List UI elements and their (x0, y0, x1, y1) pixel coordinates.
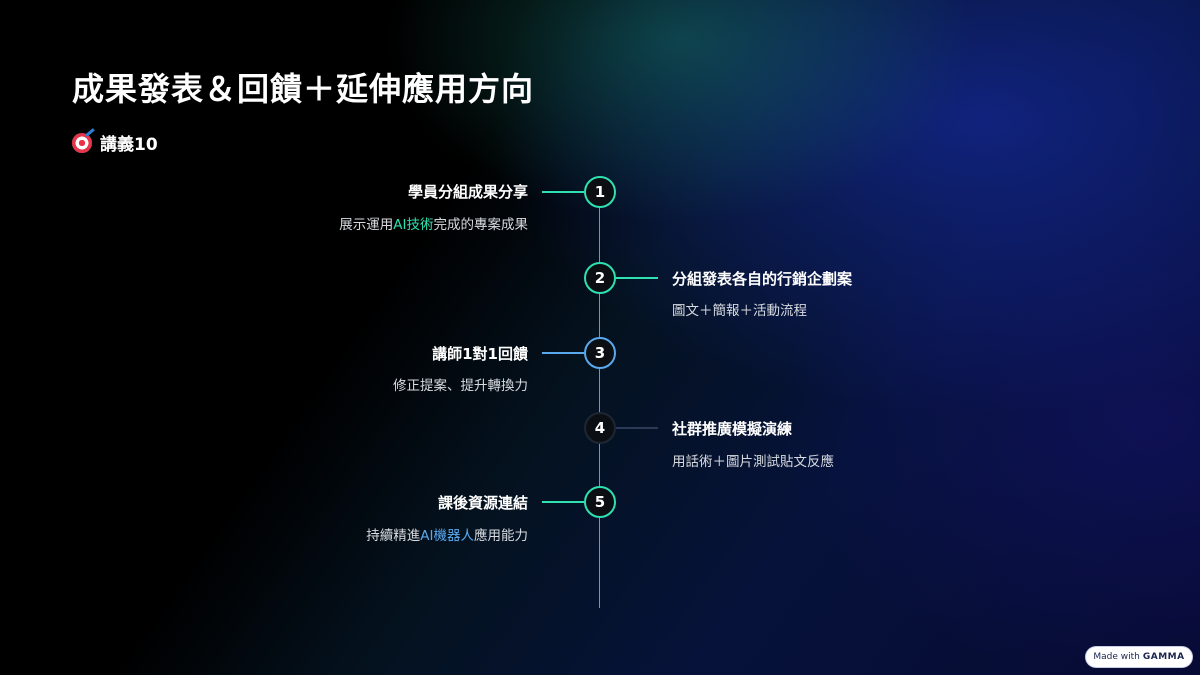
step-title-5: 課後資源連結 (437, 494, 528, 512)
step-node-5: 5 (584, 486, 616, 518)
target-icon (72, 132, 92, 153)
step-node-3: 3 (584, 337, 616, 369)
made-with-gamma-badge[interactable]: Made with GAMMA (1086, 647, 1192, 667)
step-desc-1: 展示運用AI技術完成的專案成果 (339, 217, 528, 233)
connector-1 (542, 191, 584, 193)
connector-5 (542, 501, 584, 503)
step-desc-2: 圖文＋簡報＋活動流程 (672, 303, 807, 319)
slide-title: 成果發表＆回饋＋延伸應用方向 (72, 70, 535, 108)
badge-brand: GAMMA (1142, 652, 1185, 662)
step-title-1: 學員分組成果分享 (407, 183, 528, 201)
slide-subtitle: 講義10 (72, 130, 158, 155)
step-desc-3: 修正提案、提升轉換力 (393, 378, 528, 394)
step-title-2: 分組發表各自的行銷企劃案 (672, 270, 853, 288)
step-node-2: 2 (584, 262, 616, 294)
step-node-4: 4 (584, 412, 616, 444)
step-desc-4: 用話術＋圖片測試貼文反應 (672, 454, 834, 470)
step-title-3: 講師1對1回饋 (432, 345, 528, 363)
step-node-1: 1 (584, 176, 616, 208)
connector-2 (616, 277, 658, 279)
connector-3 (542, 352, 584, 354)
step-title-4: 社群推廣模擬演練 (672, 420, 793, 438)
step-desc-5: 持續精進AI機器人應用能力 (366, 528, 528, 544)
subtitle-text: 講義10 (100, 135, 158, 155)
badge-prefix: Made with (1093, 652, 1140, 662)
connector-4 (616, 427, 658, 429)
timeline-line (599, 192, 600, 608)
